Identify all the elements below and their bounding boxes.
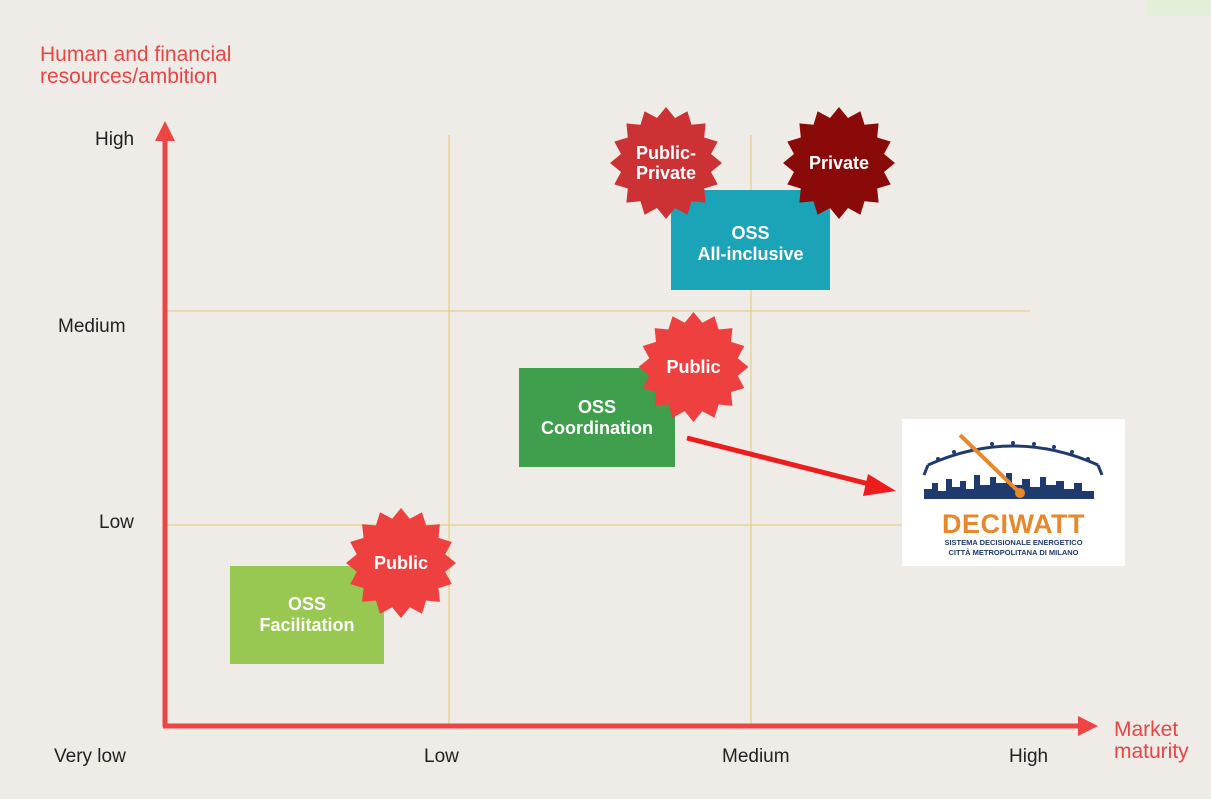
oss-facilitation-line-2: Facilitation: [259, 615, 355, 635]
starburst-fill: [783, 107, 895, 219]
pointer-arrow: [686, 435, 896, 496]
deciwatt-logo-subtitle-1: SISTEMA DECISIONALE ENERGETICO: [944, 538, 1083, 547]
corner-tab: [1146, 0, 1211, 16]
starburst-shape: [638, 312, 749, 422]
public-private-badge-line-2: Private: [635, 163, 697, 183]
starburst-shape: [783, 107, 895, 219]
x-axis-title: Market maturity: [1114, 719, 1209, 763]
oss-facilitation-line-1: OSS: [287, 594, 326, 614]
x-axis-title-line-1: Market: [1114, 718, 1179, 741]
starburst-fill: [638, 312, 749, 422]
axes: [155, 121, 1098, 736]
public-private-badge: Public- Private: [610, 107, 722, 219]
x-tick-low: Low: [424, 746, 459, 767]
pointer-arrowhead: [863, 474, 896, 496]
public-badge-coordination-label: Public: [666, 357, 721, 377]
public-badge-coordination: Public: [637, 312, 750, 422]
private-badge-label: Private: [808, 153, 870, 173]
public-badge-facilitation-label: Public: [373, 553, 428, 573]
oss-coordination-line-2: Coordination: [541, 417, 653, 438]
deciwatt-logo-graphic: [922, 433, 1104, 499]
starburst-fill: [346, 508, 456, 618]
y-tick-high: High: [95, 129, 135, 150]
starburst-shape: [610, 107, 722, 219]
public-badge-facilitation: Public: [346, 508, 456, 618]
y-tick-medium: Medium: [58, 316, 126, 337]
oss-coordination-line-1: OSS: [577, 396, 616, 417]
deciwatt-logo-title: DECIWATT: [942, 509, 1085, 539]
oss-all-inclusive-box: OSS All-inclusive: [671, 190, 830, 290]
starburst-shape: [346, 508, 456, 618]
x-axis-title-line-2: maturity: [1114, 740, 1189, 763]
x-axis-arrowhead: [1078, 716, 1098, 736]
pointer-arrow-line: [686, 435, 874, 488]
y-tick-low: Low: [99, 512, 134, 533]
y-axis-title: Human and financial resources/ambition: [40, 44, 360, 88]
oss-all-inclusive-line-2: All-inclusive: [697, 244, 804, 264]
y-axis-title-line-1: Human and financial: [40, 43, 232, 66]
deciwatt-logo: DECIWATT SISTEMA DECISIONALE ENERGETICO …: [902, 419, 1125, 566]
starburst-fill: [610, 107, 722, 219]
private-badge: Private: [782, 107, 896, 219]
deciwatt-logo-subtitle-2: CITTÀ METROPOLITANA DI MILANO: [948, 548, 1079, 557]
y-axis-arrowhead: [155, 121, 175, 141]
public-private-badge-line-1: Public-: [635, 143, 696, 163]
x-tick-medium: Medium: [722, 746, 790, 767]
y-axis-title-line-2: resources/ambition: [40, 65, 218, 88]
x-tick-high: High: [1009, 746, 1049, 767]
x-tick-very-low: Very low: [54, 746, 126, 767]
oss-all-inclusive-line-1: OSS: [731, 223, 770, 243]
